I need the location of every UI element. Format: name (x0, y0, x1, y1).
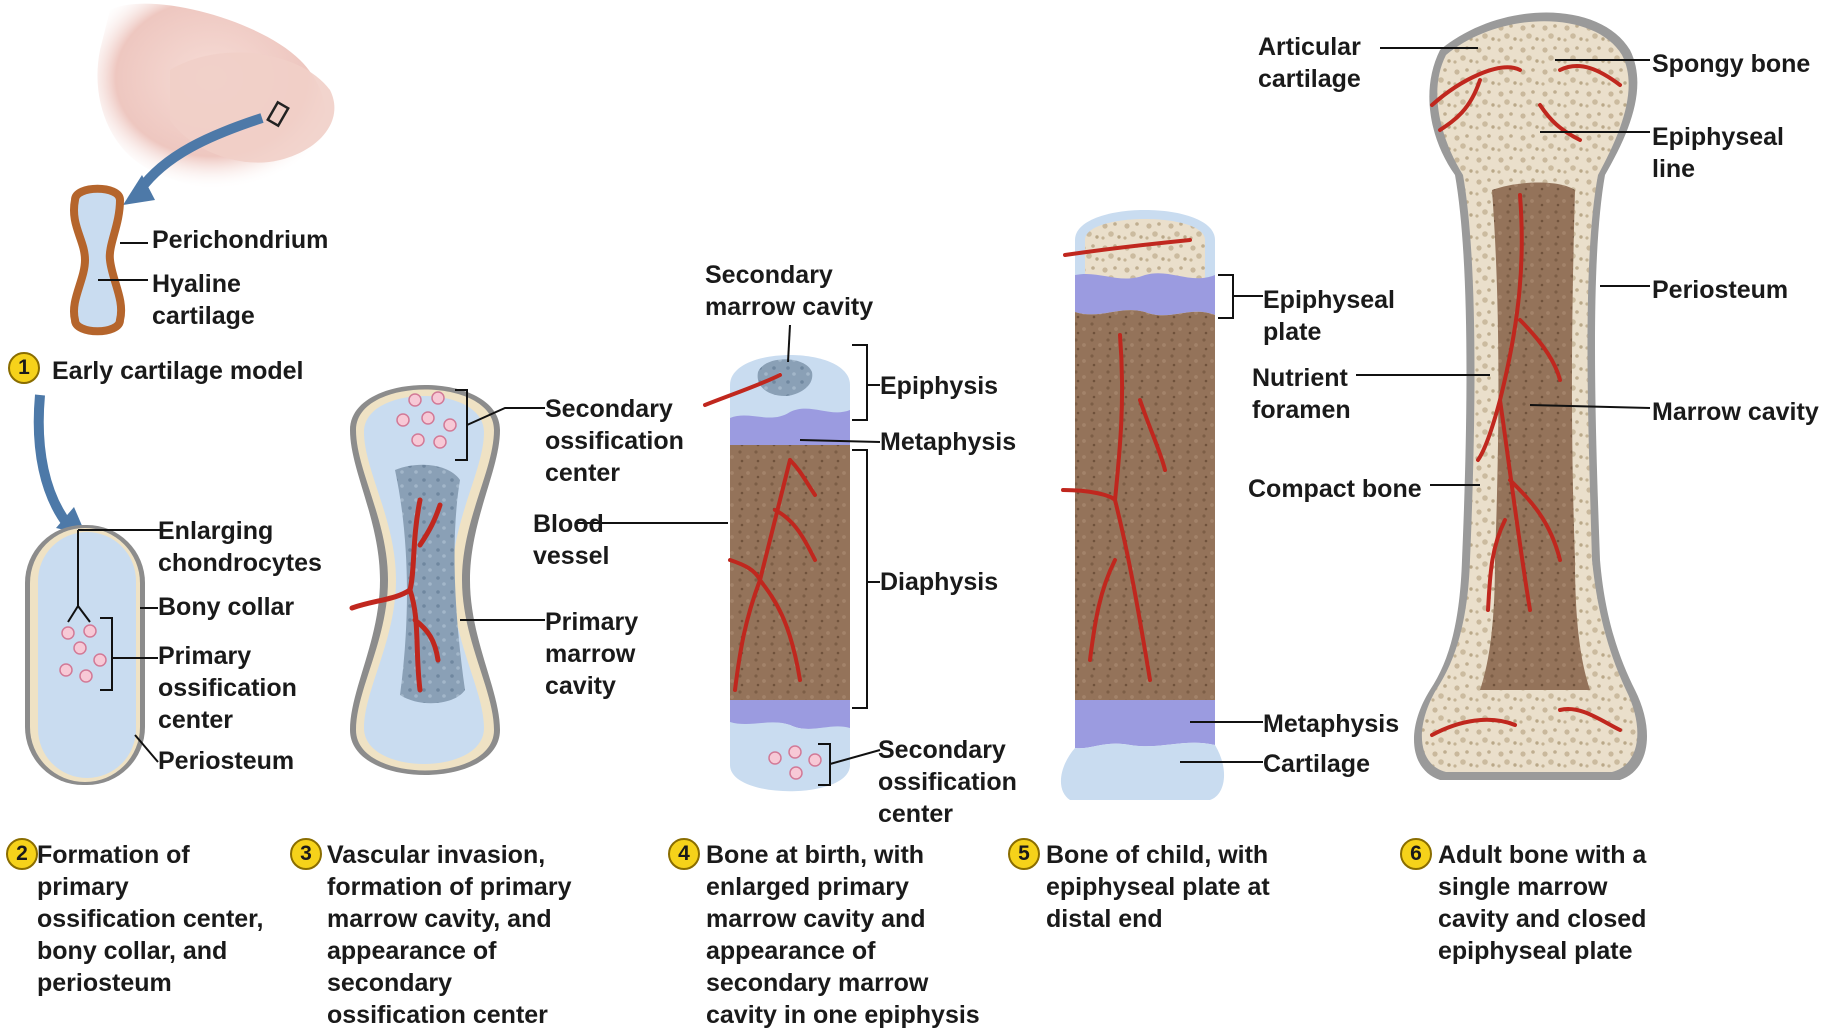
step-badge-2: 2 (6, 838, 38, 870)
caption-stage-3: Vascular invasion, formation of primary … (327, 839, 571, 1031)
caption-stage-2: Formation of primary ossification center… (37, 839, 263, 999)
cartilage-model-1 (74, 189, 121, 332)
epiphyseal-plate-5 (1075, 273, 1215, 315)
label-primary-ossification-center: Primary ossification center (158, 640, 297, 736)
label-spongy-bone: Spongy bone (1652, 48, 1810, 80)
label-compact-bone: Compact bone (1248, 473, 1422, 505)
label-bony-collar: Bony collar (158, 591, 294, 623)
caption-stage-4: Bone at birth, with enlarged primary mar… (706, 839, 980, 1031)
label-primary-marrow-cavity: Primary marrow cavity (545, 606, 638, 702)
caption-stage-6: Adult bone with a single marrow cavity a… (1438, 839, 1646, 967)
step-badge-3: 3 (290, 838, 322, 870)
label-metaphysis-stage5: Metaphysis (1263, 708, 1399, 740)
cartilage-5 (1061, 743, 1224, 800)
label-diaphysis: Diaphysis (880, 566, 998, 598)
label-hyaline-cartilage: Hyaline cartilage (152, 268, 255, 332)
label-nutrient-foramen: Nutrient foramen (1252, 362, 1351, 426)
stage-2-illustration (25, 525, 160, 785)
label-periosteum-stage2: Periosteum (158, 745, 294, 777)
stage-6-illustration (1356, 13, 1650, 781)
label-secondary-marrow-cavity: Secondary marrow cavity (705, 259, 873, 323)
label-epiphysis: Epiphysis (880, 370, 998, 402)
caption-stage-5: Bone of child, with epiphyseal plate at … (1046, 839, 1270, 935)
label-articular-cartilage: Articular cartilage (1258, 31, 1361, 95)
label-epiphyseal-line: Epiphyseal line (1652, 121, 1784, 185)
label-marrow-cavity: Marrow cavity (1652, 396, 1819, 428)
stage-5-illustration (1061, 210, 1263, 800)
label-periosteum-stage6: Periosteum (1652, 274, 1788, 306)
label-blood-vessel: Blood vessel (533, 508, 609, 572)
label-metaphysis-stage4: Metaphysis (880, 426, 1016, 458)
arrow-stage1-to-2 (39, 395, 68, 525)
diaphysis-4 (730, 445, 850, 705)
step-badge-5: 5 (1008, 838, 1040, 870)
caption-stage-1: Early cartilage model (52, 355, 304, 387)
label-secondary-ossification-center-stage4: Secondary ossification center (878, 734, 1017, 830)
label-epiphyseal-plate: Epiphyseal plate (1263, 284, 1395, 348)
label-secondary-ossification-center-stage3: Secondary ossification center (545, 393, 684, 489)
step-badge-4: 4 (668, 838, 700, 870)
stage-3-illustration (350, 385, 545, 775)
label-enlarging-chondrocytes: Enlarging chondrocytes (158, 515, 322, 579)
label-perichondrium: Perichondrium (152, 224, 328, 256)
label-cartilage: Cartilage (1263, 748, 1370, 780)
step-badge-1: 1 (8, 352, 40, 384)
step-badge-6: 6 (1400, 838, 1432, 870)
metaphysis-5 (1075, 700, 1215, 748)
